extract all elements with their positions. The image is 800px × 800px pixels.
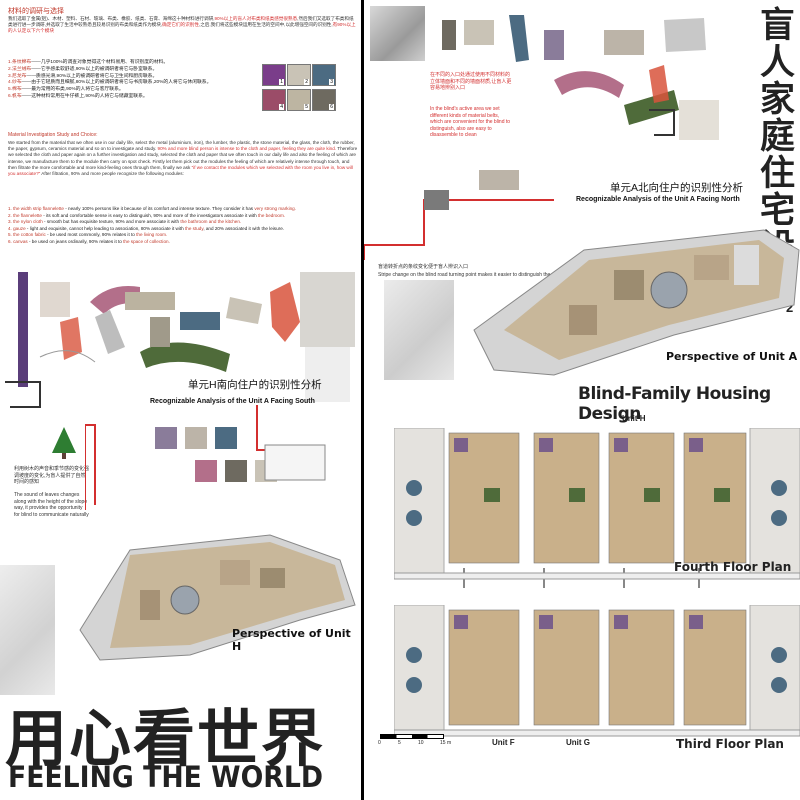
path-diagram	[85, 405, 326, 510]
south-analysis-illustration	[5, 272, 355, 408]
material-item: 2.法兰绒布——它手感柔软舒适,90%以上的被调研者将它与卧室联系。	[8, 66, 158, 72]
material-en-item: 4. gauze - light and exquisite, cannot h…	[8, 225, 285, 231]
swatch-5: 5	[287, 89, 311, 111]
material-item: 3.尼龙布——质感光滑,90%以上的被调研者将它与卫生间和厨房联系。	[8, 73, 158, 79]
red-path	[364, 170, 554, 260]
intro-cn-c: ,然后我们又选取了布类和纸类进行进一步调研,并选取了生活中较熟悉且较易识别的布类…	[8, 16, 354, 28]
swatch-1: 1	[262, 64, 286, 86]
section-header: 材料的调研与选择	[8, 8, 64, 15]
intro-cn-f: 有90%以上的人认定以下六个模块	[8, 22, 356, 34]
note-cn: 在不同的入口处通过使用不同材料的立体墙面和不同的墙面材质,让盲人更容易地辨别入口	[430, 72, 512, 92]
materials-list-en: 1. the width strip flannelette - nearly …	[8, 206, 358, 246]
right-panel: 在不同的入口处通过使用不同材料的立体墙面和不同的墙面材质,让盲人更容易地辨别入口…	[364, 0, 800, 800]
corridor-photo	[384, 280, 454, 380]
sketch-photo	[0, 565, 55, 695]
north-analysis-illustration	[442, 15, 719, 140]
material-en-item: 2. the flannelette - its soft and comfor…	[8, 212, 286, 218]
material-en-item: 1. the width strip flannelette - nearly …	[8, 206, 296, 211]
swatch-6: 6	[312, 89, 336, 111]
unit-f-label: Unit F	[492, 738, 515, 747]
swatch-4: 4	[262, 89, 286, 111]
scale-bar: 0 5 10 15 m	[378, 734, 460, 746]
fourth-floor-title: Fourth Floor Plan	[674, 560, 792, 574]
module-swatches: 1 2 3 4 5 6	[262, 64, 358, 116]
design-title: Blind-Family Housing Design	[578, 384, 771, 424]
intro-cn-b: 90%以上的盲人对布类和纸类感觉很熟悉	[214, 16, 298, 21]
tree-icon	[52, 427, 76, 459]
unit-a-perspective	[473, 229, 800, 376]
intro-cn-e: ,之后,我们将这些模块运用在生活的空间中,以此增强空间的识别性,	[198, 22, 333, 28]
big-title-en: FEELING THE WORLD	[8, 760, 323, 794]
stripe-note-en: Stripe change on the blind road turning …	[378, 272, 572, 278]
third-floor-title: Third Floor Plan	[676, 737, 784, 751]
fourth-floor-plan	[394, 428, 800, 588]
analysis-north-cn: 单元A北向住户的识别性分析	[610, 182, 744, 194]
left-panel: 材料的调研与选择 我们选取了金属(铝)、木材、塑料、石材、玻璃、布类、橡胶、纸类…	[0, 0, 361, 800]
analysis-south-cn: 单元H南向住户的识别性分析	[188, 379, 322, 391]
material-en-item: 5. the cotton fabric - be used most comm…	[8, 232, 168, 238]
vertical-title-sub: 2	[786, 300, 794, 315]
material-item: 5.棉布——最为常用的布类,90%的人将它与客厅联系。	[8, 87, 124, 93]
swatch-3: 3	[312, 64, 336, 86]
stripe-note-cn: 盲道转折点的条纹变化便于盲人辨识入口	[378, 264, 469, 270]
note-en: In the blind's active area we set differ…	[430, 106, 511, 139]
material-item: 4.纱布——由于它轻质而且细腻,80%以上的被调研者将它与书房联系,20%的人将…	[8, 80, 212, 86]
intro-cn-d: 确定它们的识别性	[162, 22, 199, 28]
material-item: 6.帆布——这种材料常用在牛仔裤上,90%的人将它与储藏室联系。	[8, 93, 148, 99]
materials-list-cn: 1.条纹棉布——几乎100%的调查对象觉得这个材料易用、有识别度的材料。 2.法…	[8, 60, 258, 101]
analysis-north-en: Recognizable Analysis of the Unit A Faci…	[576, 196, 740, 203]
unit-h-label: Unit H	[622, 414, 646, 423]
room-photo	[370, 6, 425, 61]
unit-g-label: Unit G	[566, 738, 590, 747]
third-floor-plan	[394, 605, 800, 737]
swatch-2: 2	[287, 64, 311, 86]
intro-cn-a: 我们选取了金属(铝)、木材、塑料、石材、玻璃、布类、橡胶、纸类、石膏、海绵这十种…	[8, 16, 215, 21]
analysis-south-en: Recognizable Analysis of the Unit A Faci…	[150, 398, 315, 405]
side-note-en: The sound of leaves changes along with t…	[14, 492, 89, 518]
en-paragraph: We started from the material that we oft…	[8, 140, 358, 177]
intro-paragraph-cn: 我们选取了金属(铝)、木材、塑料、石材、玻璃、布类、橡胶、纸类、石膏、海绵这十种…	[8, 16, 358, 35]
en-header: Material Investigation Study and Choice:	[8, 132, 98, 138]
material-item: 1.条纹棉布——几乎100%的调查对象觉得这个材料易用、有识别度的材料。	[8, 60, 169, 65]
persp-unit-h: Perspective of Unit H	[232, 627, 351, 653]
material-en-item: 3. the nylon cloth - smooth but has exqu…	[8, 219, 242, 225]
persp-unit-a: Perspective of Unit A	[666, 350, 798, 363]
divider	[361, 0, 364, 800]
unit-h-perspective	[79, 534, 356, 661]
side-note-cn: 利用树木的声音和季节感的变化强调坡度的变化,为盲人提供了自然时间的感知	[14, 466, 90, 485]
big-title-cn: 用心看世界	[5, 702, 326, 775]
material-en-item: 6. canvas - be used on jeans ordinarily,…	[8, 238, 170, 244]
